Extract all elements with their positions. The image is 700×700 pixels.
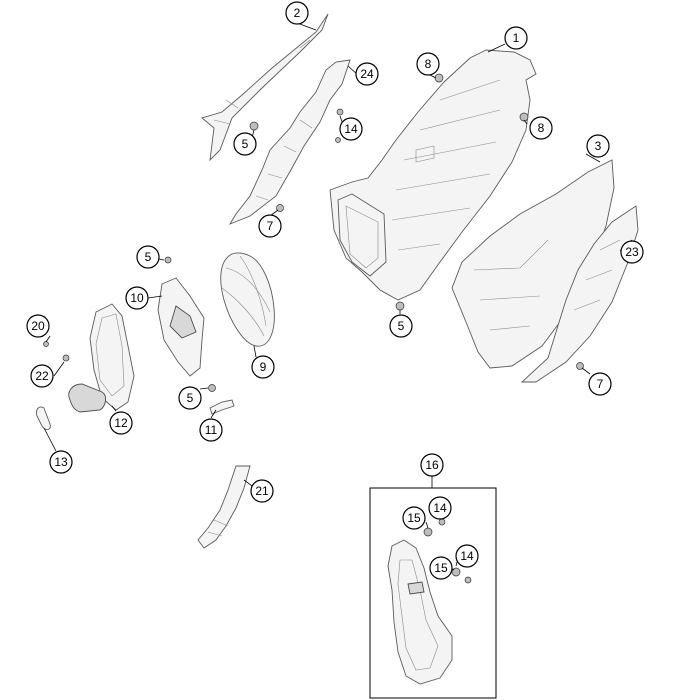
callout-label: 2 [294,6,301,20]
callout-15-b: 15 [429,556,453,580]
callout-label: 13 [54,455,68,469]
callout-13: 13 [49,450,73,474]
callout-24: 24 [355,62,379,86]
callout-7-a: 7 [258,214,282,238]
callout-20: 20 [26,314,50,338]
callout-label: 22 [35,369,49,383]
air-filter-part [157,277,205,377]
callout-3: 3 [586,134,610,158]
callout-label: 1 [513,31,520,45]
callout-10: 10 [125,286,149,310]
callout-23: 23 [620,240,644,264]
air-filter-cage-part [220,252,275,347]
side-trim-plate-part [520,205,639,383]
callout-9: 9 [251,355,275,379]
callout-label: 14 [433,501,447,515]
callout-5-d: 5 [178,386,202,410]
callout-1: 1 [504,26,528,50]
latch-kit-group [369,487,497,699]
callout-8-a: 8 [416,52,440,76]
airbox-part [329,49,537,301]
callout-label: 7 [267,219,274,233]
callout-label: 7 [597,377,604,391]
callout-label: 3 [595,139,602,153]
callout-label: 10 [130,291,144,305]
callout-21: 21 [250,479,274,503]
callout-label: 11 [205,423,218,437]
callout-2: 2 [285,1,309,25]
callout-label: 20 [31,319,45,333]
intake-hose-part [197,465,251,549]
side-trim-strip-part [228,59,351,225]
callout-label: 21 [255,484,269,498]
bracket-part [209,399,235,415]
callout-14-a: 14 [339,117,363,141]
intake-boot-part [68,303,135,413]
callout-15-a: 15 [402,506,426,530]
callout-label: 15 [407,511,421,525]
callout-11: 11 [199,418,223,442]
clamp-ring-part [35,406,51,431]
callout-14-b: 14 [428,496,452,520]
callout-8-b: 8 [529,116,553,140]
callout-label: 5 [145,250,152,264]
callout-5-c: 5 [389,314,413,338]
callout-label: 5 [398,319,405,333]
callout-label: 8 [538,121,545,135]
callout-label: 14 [344,122,358,136]
callout-label: 23 [625,245,639,259]
callout-label: 15 [434,561,448,575]
side-panel-upper-part [201,13,329,162]
callout-label: 9 [260,360,267,374]
callout-label: 8 [425,57,432,71]
callout-5-a: 5 [233,132,257,156]
callout-7-b: 7 [588,372,612,396]
callout-label: 16 [425,458,439,472]
callout-label: 5 [187,391,194,405]
callout-label: 5 [242,137,249,151]
callout-12: 12 [109,411,133,435]
callout-16: 16 [420,453,444,477]
callout-22: 22 [30,364,54,388]
callout-label: 14 [460,549,474,563]
callout-14-c: 14 [455,544,479,568]
callout-label: 12 [114,416,128,430]
hardware-items [43,73,584,584]
callout-label: 24 [360,67,374,81]
callout-5-b: 5 [136,245,160,269]
